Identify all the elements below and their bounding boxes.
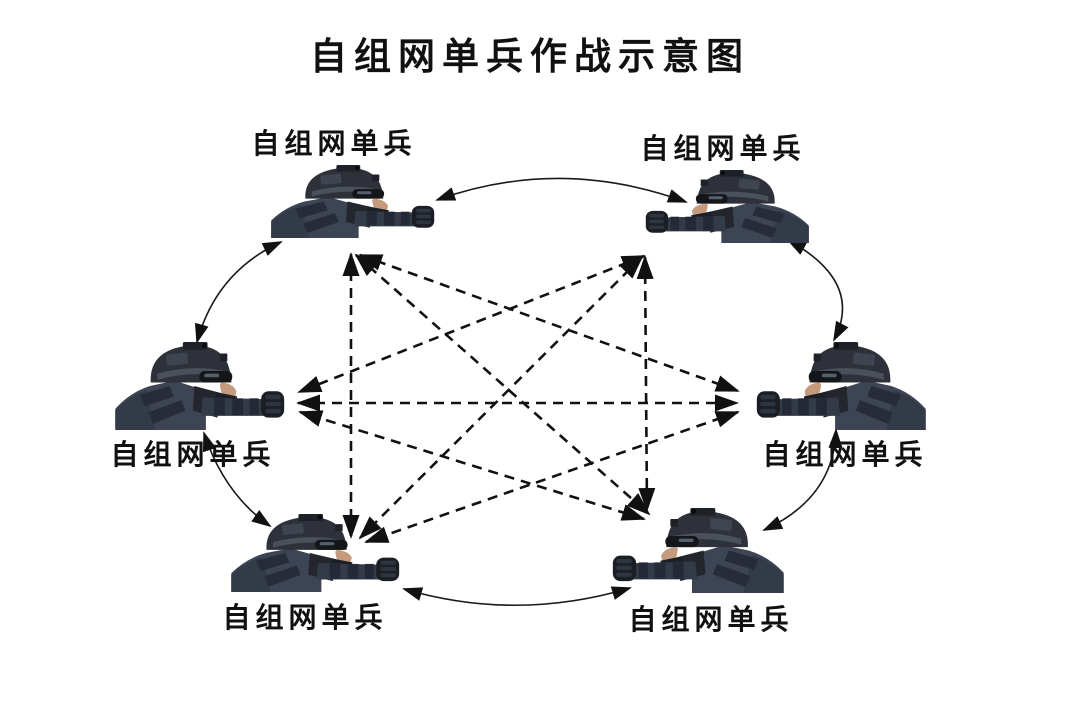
ring-link-bottomleft-bottomright (402, 586, 632, 607)
node-label-middle-left: 自组网单兵 (110, 439, 275, 471)
soldier-node-middle-left: 自组网单兵 (110, 342, 285, 471)
soldier-node-bottom-left: 自组网单兵 (222, 514, 400, 634)
node-label-bottom-right: 自组网单兵 (628, 604, 793, 636)
mesh-link-bottomright-middleleft (298, 410, 646, 521)
ring-link-middleleft-topleft (194, 241, 283, 344)
soldier-node-middle-right: 自组网单兵 (756, 342, 927, 471)
soldier-figure-icon (645, 170, 809, 243)
mesh-link-topright-middleleft (297, 254, 646, 394)
ring-link-middleright-bottomright (762, 428, 843, 531)
mesh-links (296, 252, 740, 544)
mesh-link-topright-bottomright (636, 255, 656, 512)
ring-link-topleft-topright (435, 177, 688, 203)
diagram-title: 自组网单兵作战示意图 (310, 37, 750, 78)
soldier-figure-icon (115, 342, 285, 430)
soldier-node-bottom-right: 自组网单兵 (612, 508, 793, 636)
soldier-figure-icon (756, 342, 926, 430)
ring-link-middleleft-bottomleft (202, 431, 272, 528)
soldier-figure-icon (271, 165, 435, 238)
soldier-node-top-right: 自组网单兵 (640, 133, 809, 243)
node-label-top-right: 自组网单兵 (640, 133, 805, 165)
soldier-figure-icon (612, 508, 784, 593)
mesh-link-topright-bottomleft (358, 255, 644, 540)
ring-link-topright-middleright (786, 239, 849, 342)
soldier-node-top-left: 自组网单兵 (251, 128, 435, 238)
node-label-top-left: 自组网单兵 (251, 128, 416, 160)
node-label-middle-right: 自组网单兵 (762, 439, 927, 471)
mesh-link-topleft-middleright (358, 253, 740, 393)
node-label-bottom-left: 自组网单兵 (222, 602, 387, 634)
ring-links (194, 177, 849, 607)
